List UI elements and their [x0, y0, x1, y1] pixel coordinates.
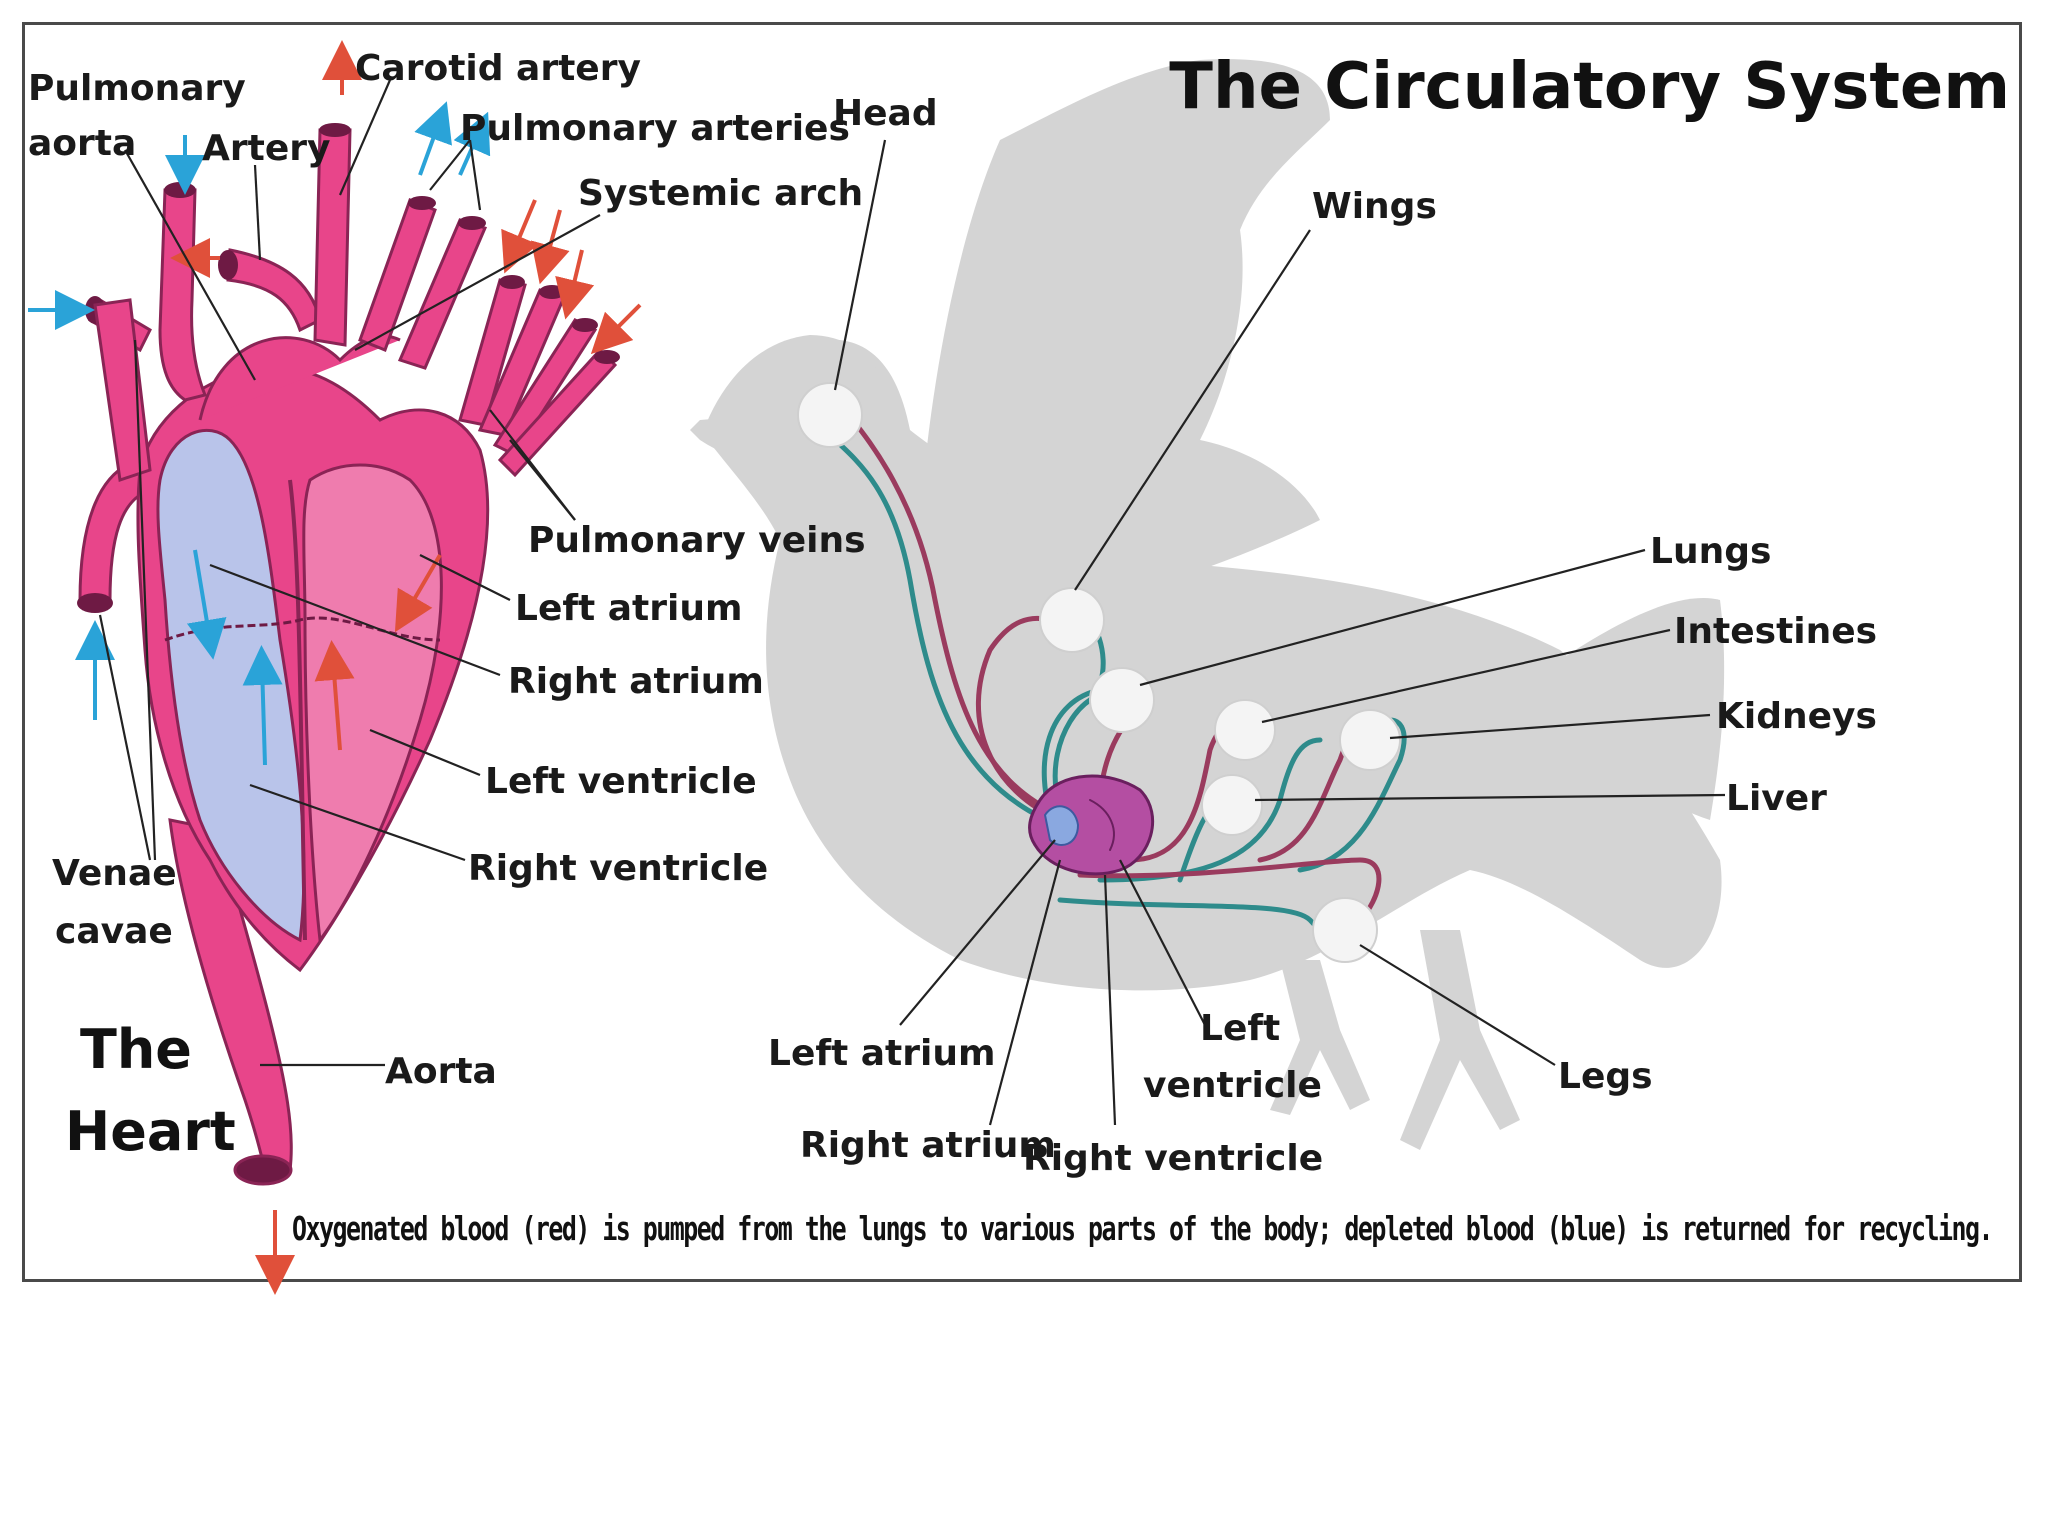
label-bird-left-atrium: Left atrium: [768, 1033, 996, 1074]
label-pulmonary-aorta-1: Pulmonary: [28, 68, 246, 109]
label-systemic-arch: Systemic arch: [578, 173, 863, 214]
label-venae-cavae-2: cavae: [55, 911, 173, 952]
label-intestines: Intestines: [1674, 611, 1877, 652]
label-lungs: Lungs: [1650, 531, 1771, 572]
label-head: Head: [833, 93, 938, 134]
diagram-title: The Circulatory System: [1169, 50, 2010, 124]
leader-lines: [98, 79, 1726, 1126]
label-pulmonary-aorta-2: aorta: [28, 123, 136, 164]
organ-nodes: [797, 382, 1401, 963]
label-venae-cavae-1: Venae: [52, 853, 177, 894]
label-wings: Wings: [1312, 186, 1437, 227]
label-carotid-artery: Carotid artery: [355, 48, 641, 89]
label-artery: Artery: [202, 128, 330, 169]
label-aorta: Aorta: [385, 1051, 497, 1092]
label-kidneys: Kidneys: [1716, 696, 1877, 737]
flow-arrows: [28, 40, 642, 1295]
heart-title-line2: Heart: [65, 1100, 236, 1163]
label-pulmonary-arteries: Pulmonary arteries: [460, 108, 850, 149]
label-bird-left-ventricle-2: ventricle: [1143, 1065, 1322, 1106]
label-heart-left-ventricle: Left ventricle: [485, 761, 757, 802]
caption: Oxygenated blood (red) is pumped from th…: [292, 1209, 1992, 1248]
label-heart-right-atrium: Right atrium: [508, 661, 764, 702]
label-bird-left-ventricle-1: Left: [1200, 1008, 1280, 1049]
label-liver: Liver: [1726, 778, 1827, 819]
label-pulmonary-veins: Pulmonary veins: [528, 520, 866, 561]
heart-title-line1: The: [80, 1018, 192, 1081]
label-bird-right-ventricle: Right ventricle: [1023, 1138, 1323, 1179]
bird-heart: [1028, 774, 1155, 876]
label-legs: Legs: [1558, 1056, 1653, 1097]
label-heart-left-atrium: Left atrium: [515, 588, 743, 629]
bird-silhouette: [690, 59, 1725, 1150]
label-heart-right-ventricle: Right ventricle: [468, 848, 768, 889]
label-bird-right-atrium: Right atrium: [800, 1125, 1056, 1166]
bird-vessels: [797, 382, 1407, 963]
